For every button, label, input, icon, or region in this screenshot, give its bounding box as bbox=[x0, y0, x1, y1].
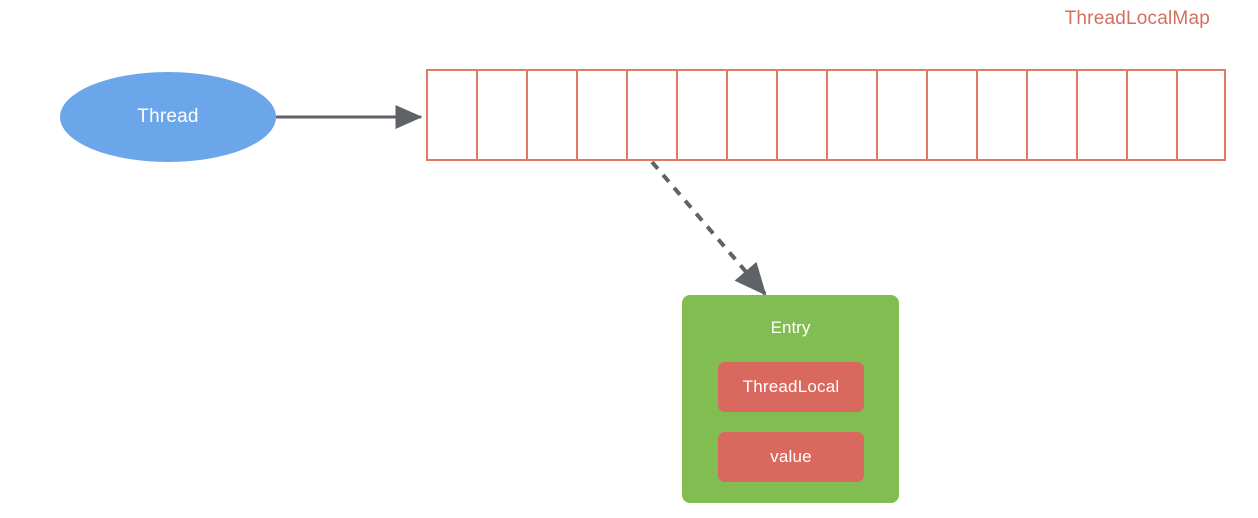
thread-node-label: Thread bbox=[137, 106, 199, 127]
map-cell[interactable] bbox=[1026, 69, 1076, 161]
entry-field-value-label: value bbox=[770, 447, 812, 466]
entry-node[interactable]: Entry ThreadLocal value bbox=[682, 295, 899, 503]
map-cell[interactable] bbox=[976, 69, 1026, 161]
entry-field-threadlocal-label: ThreadLocal bbox=[742, 377, 840, 396]
threadlocalmap-table bbox=[426, 69, 1226, 161]
map-cell[interactable] bbox=[1126, 69, 1176, 161]
map-cell[interactable] bbox=[626, 69, 676, 161]
map-cell[interactable] bbox=[926, 69, 976, 161]
map-cell[interactable] bbox=[826, 69, 876, 161]
entry-field-threadlocal[interactable]: ThreadLocal bbox=[718, 362, 864, 412]
map-cell[interactable] bbox=[576, 69, 626, 161]
map-cell[interactable] bbox=[776, 69, 826, 161]
map-slot-to-entry-arrow bbox=[650, 160, 767, 296]
map-cell[interactable] bbox=[476, 69, 526, 161]
map-cell[interactable] bbox=[726, 69, 776, 161]
thread-node[interactable]: Thread bbox=[60, 72, 276, 162]
entry-node-title: Entry bbox=[770, 318, 811, 337]
map-cell[interactable] bbox=[426, 69, 476, 161]
map-cell[interactable] bbox=[676, 69, 726, 161]
threadlocalmap-title: ThreadLocalMap bbox=[1064, 8, 1210, 29]
entry-field-value[interactable]: value bbox=[718, 432, 864, 482]
map-cell[interactable] bbox=[876, 69, 926, 161]
map-cell[interactable] bbox=[1076, 69, 1126, 161]
map-cell[interactable] bbox=[526, 69, 576, 161]
map-cell[interactable] bbox=[1176, 69, 1226, 161]
